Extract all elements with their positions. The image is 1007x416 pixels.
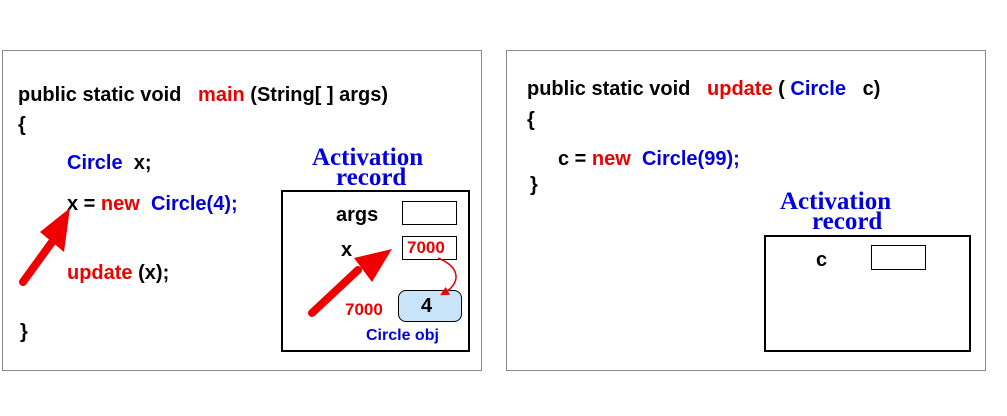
- args-slot: [402, 201, 457, 225]
- circle-assignment: x = new Circle(4);: [67, 192, 238, 216]
- circle-declaration: Circle x;: [67, 151, 152, 175]
- x-label: x: [341, 239, 353, 261]
- new-keyword: new: [100, 193, 140, 215]
- circle-object-caption: Circle obj: [366, 327, 439, 344]
- update-param-name: c): [862, 78, 881, 100]
- main-activation-title-line2: record: [336, 164, 407, 191]
- update-constructor-call: Circle(99);: [641, 148, 740, 170]
- constructor-call: Circle(4);: [150, 193, 238, 215]
- update-body-lhs: c =: [558, 148, 587, 170]
- update-sig-modifiers: public static void: [527, 78, 691, 100]
- update-activation-title-line1: Activation: [780, 188, 892, 215]
- main-activation-title-line1: Activation: [312, 144, 424, 171]
- c-label: c: [816, 249, 828, 271]
- main-close-brace: }: [20, 321, 28, 343]
- update-paren: (: [778, 78, 785, 100]
- object-address: 7000: [345, 300, 383, 319]
- update-activation-title-line2: record: [812, 208, 883, 235]
- circle-type: Circle: [67, 152, 123, 174]
- main-open-brace: {: [18, 114, 26, 136]
- args-label: args: [336, 204, 379, 226]
- decl-var: x;: [133, 152, 152, 174]
- update-call: update (x);: [67, 261, 169, 285]
- main-signature: public static void main (String[ ] args): [18, 83, 388, 107]
- circle-object: [398, 290, 462, 322]
- reference-arrow: [437, 257, 457, 296]
- main-method-name: main: [198, 84, 245, 106]
- x-slot: [402, 236, 457, 260]
- update-signature: public static void update ( Circle c): [527, 77, 880, 101]
- update-method-name: update: [67, 262, 133, 284]
- update-method-name-def: update: [707, 78, 773, 100]
- main-sig-modifiers: public static void: [18, 84, 182, 106]
- update-close-brace: }: [530, 174, 538, 196]
- assign-lhs: x =: [67, 193, 96, 215]
- c-slot: [871, 245, 926, 270]
- circle-object-value: 4: [421, 295, 433, 317]
- x-slot-arrow: [308, 249, 392, 317]
- update-args: (x);: [138, 262, 170, 284]
- update-new-keyword: new: [591, 148, 631, 170]
- update-activation-record: [764, 235, 971, 352]
- main-params: (String[ ] args): [250, 84, 389, 106]
- current-line-arrow: [19, 208, 70, 286]
- update-param-type: Circle: [790, 78, 846, 100]
- update-body: c = new Circle(99);: [558, 147, 740, 171]
- update-open-brace: {: [527, 109, 535, 131]
- x-slot-value: 7000: [407, 238, 445, 257]
